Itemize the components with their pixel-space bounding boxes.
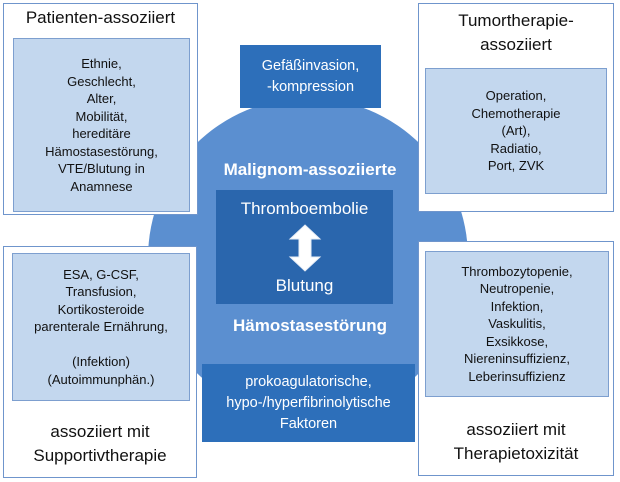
therapy-items-box: Operation, Chemotherapie (Art), Radiatio… <box>425 68 607 194</box>
list-item: Vaskulitis, <box>488 316 546 332</box>
center-top-label: Malignom-assoziierte <box>223 160 397 179</box>
list-item: Port, ZVK <box>487 158 545 174</box>
list-item: Operation, <box>485 88 547 104</box>
list-item: Mobilität, <box>75 108 128 124</box>
list-item: Thrombozytopenie, <box>461 263 573 279</box>
bottom-box-line: prokoagulatorische, <box>245 373 372 390</box>
list-item: Kortikosteroide <box>57 301 145 317</box>
toxicity-title-line: Therapietoxizität <box>453 444 579 463</box>
list-item: Leberinsuffizienz <box>468 368 566 384</box>
list-item: Infektion, <box>490 298 544 314</box>
list-item: (Autoimmunphän.) <box>47 371 155 387</box>
support-title-line: assoziiert mit <box>50 422 150 441</box>
list-item: Niereninsuffizienz, <box>464 351 570 367</box>
therapy-title-line: Tumortherapie- <box>458 11 574 30</box>
list-item: VTE/Blutung in <box>58 161 145 176</box>
list-item: Chemotherapie <box>471 105 561 121</box>
center-bottom-label: Hämostasestörung <box>233 316 387 335</box>
toxicity-title-line: assoziiert mit <box>466 420 566 439</box>
list-item: Radiatio, <box>490 140 542 156</box>
list-item: Neutropenie, <box>479 281 555 297</box>
core-top-label: Thromboembolie <box>240 199 369 218</box>
support-title: assoziiert mit Supportivtherapie <box>3 420 197 468</box>
bottom-box-factors: prokoagulatorische, hypo-/hyperfibrinoly… <box>202 364 415 442</box>
patient-items-box: Ethnie, Geschlecht, Alter, Mobilität, he… <box>13 38 190 212</box>
core-bottom-label: Blutung <box>275 276 334 295</box>
list-item: (Infektion) <box>72 354 130 370</box>
list-item: Exsikkose, <box>485 333 549 349</box>
therapy-title: Tumortherapie- assoziiert <box>418 9 614 57</box>
therapy-title-line: assoziiert <box>480 35 552 54</box>
toxicity-title: assoziiert mit Therapietoxizität <box>418 418 614 466</box>
support-title-line: Supportivtherapie <box>33 446 167 465</box>
list-item: (Art), <box>501 123 531 139</box>
list-item: Anamnese <box>70 178 133 194</box>
bottom-box-line: Faktoren <box>279 415 338 432</box>
list-item: Transfusion, <box>65 284 137 300</box>
double-arrow-vertical-icon <box>287 223 323 273</box>
patient-title: Patienten-assoziiert <box>25 8 176 27</box>
bottom-box-line: hypo-/hyperfibrinolytische <box>226 394 391 411</box>
list-item: hereditäre <box>72 126 131 141</box>
top-box-line: -kompression <box>266 78 355 95</box>
support-items-box: ESA, G-CSF, Transfusion, Kortikosteroide… <box>12 253 190 401</box>
list-item: Hämostasestörung, <box>45 143 158 159</box>
top-box-line: Gefäßinvasion, <box>261 57 360 74</box>
toxicity-items-box: Thrombozytopenie, Neutropenie, Infektion… <box>425 251 609 397</box>
list-item: parenterale Ernährung, <box>34 319 168 335</box>
list-item: ESA, G-CSF, <box>63 266 139 282</box>
list-item: Ethnie, <box>81 56 122 71</box>
list-item: Geschlecht, <box>67 73 136 89</box>
top-box-vascular: Gefäßinvasion, -kompression <box>240 45 381 108</box>
list-item: Alter, <box>86 91 117 106</box>
